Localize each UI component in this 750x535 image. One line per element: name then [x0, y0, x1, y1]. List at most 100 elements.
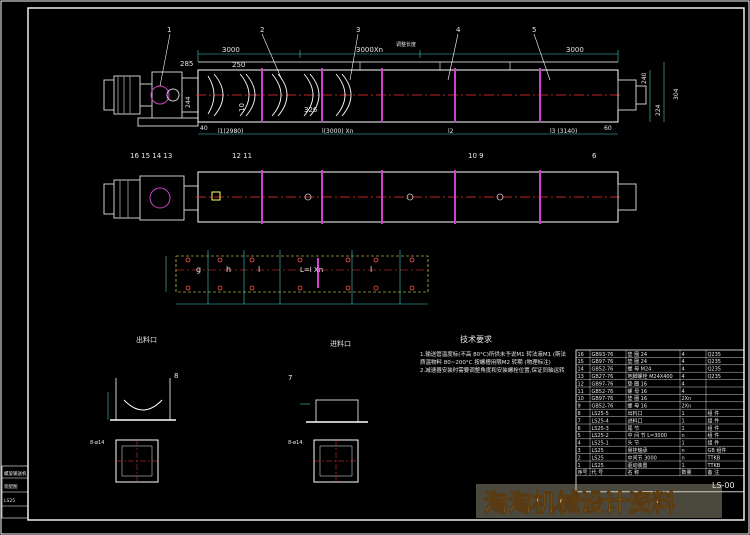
bom-cell: n [682, 433, 685, 439]
bom-cell: 2Xn [682, 396, 692, 402]
inspection-holes [304, 193, 504, 201]
bom-cell: 16 [578, 352, 584, 358]
bom-cell: 10 [578, 396, 584, 402]
dim-304: 304 [673, 88, 680, 100]
inlet-title: 进料口 [330, 339, 351, 348]
bom-cell: 2Xn [682, 404, 692, 410]
bom-cell: 8 [578, 411, 581, 417]
bom-header-cell: 序号 [578, 469, 588, 476]
bom-cell: Q235 [708, 374, 721, 380]
bom-cell: 组 件 [708, 410, 720, 417]
left-strip-line-3: LS25 [4, 498, 15, 504]
bom-cell: Q235 [708, 367, 721, 373]
frame-g: g [196, 265, 201, 274]
anchor-bolt-holes [185, 257, 415, 291]
elevation-view: 3000 3000Xn 3000 250 285 244 240 304 224… [103, 26, 680, 135]
frame-l-1: l [258, 265, 260, 274]
foundation-plan: g h l L=l Xn l [165, 250, 429, 305]
bom-cell: 1 [682, 426, 685, 432]
bom-cell: GB97-76 [592, 381, 614, 387]
bom-cell: 6 [578, 426, 581, 432]
leader-lines-top [159, 33, 551, 87]
bom-cell: 螺 母 M24 [628, 366, 652, 373]
inlet-mark [211, 191, 221, 201]
bom-cell: 垫 圈 24 [628, 351, 648, 358]
bom-cell: LS25-4 [592, 418, 609, 424]
dim-3000-right: 3000 [566, 46, 584, 54]
bom-cell: 4 [578, 441, 581, 447]
drawing-number: LS-00 [712, 481, 735, 490]
bom-cell: 1 [682, 418, 685, 424]
bom-cell: GB52-76 [592, 367, 614, 373]
bom-cell: 螺 母 16 [628, 403, 648, 410]
bom-cell: n [682, 455, 685, 461]
bom-cell: 组 件 [708, 417, 720, 424]
bom-cell: LS25-5 [592, 411, 609, 417]
technical-requirements: 技术要求 1.输送管温度标(不高 80°C)所供未予说M1 转法液M1 (斯法 … [420, 334, 567, 374]
bom-cell: LS25-1 [592, 441, 609, 447]
bom-cell: LS25 [592, 463, 604, 469]
callout-5: 5 [532, 26, 536, 34]
bom-cell: 垫 圈 16 [628, 395, 648, 402]
bom-cell: 头 节 [628, 440, 640, 447]
bom-cell: GB93-76 [592, 352, 614, 358]
frame-h: h [226, 265, 231, 274]
bom-header-cell: 名 称 [628, 469, 640, 476]
bom-cell: GB52-76 [592, 389, 614, 395]
bom-cell: GB27-76 [592, 374, 614, 380]
bom-cell: 1 [578, 463, 581, 469]
left-strip-line-2: 装配图 [4, 483, 18, 490]
bom-cell: 12 [578, 381, 584, 387]
bom-frame [575, 349, 745, 493]
bom-cell: 进料口 [628, 417, 643, 424]
bom-cell: 1 [682, 411, 685, 417]
bom-cell: GB52-76 [592, 404, 614, 410]
callout-4: 4 [456, 26, 461, 34]
bom-cell: 螺 母 16 [628, 388, 648, 395]
callout-8: 8 [174, 372, 178, 380]
bom-cell: 9 [578, 404, 581, 410]
dim-3000xn: 3000Xn [356, 46, 383, 54]
bom-cell: LS25 [592, 448, 604, 454]
bom-cell: n [682, 448, 685, 454]
bom-cell: 出料口 [628, 410, 643, 417]
dim-285: 285 [180, 60, 193, 68]
bom-cell: 垫 圈 16 [628, 380, 648, 387]
bom-cell: 垫 圈 24 [628, 358, 648, 365]
bom-cell: 中 间 节 L=3000 [628, 432, 667, 439]
pitch-326: 326 [304, 106, 318, 114]
dimension-lines-top [197, 50, 665, 135]
dim-60: 60 [604, 125, 612, 132]
bom-cell: 组 件 [708, 425, 720, 432]
screw-flights [207, 73, 352, 117]
bom-header-cell: 数量 [682, 469, 692, 476]
bom-cell: 15 [578, 359, 584, 365]
callout-7: 7 [288, 374, 292, 382]
drive-unit-plan [103, 175, 199, 221]
watermark-text: 淘淘机械设计资料 [484, 488, 676, 517]
callout-2: 2 [260, 26, 264, 34]
dim-l1: l1(2980) [218, 128, 243, 135]
bom-cell: 中间节 3000 [628, 454, 657, 461]
bom-cell: 2 [578, 455, 581, 461]
bom-cell: 3 [578, 448, 581, 454]
bom-cell: 5 [578, 433, 581, 439]
adjust-length-note: 调整长度 [396, 41, 416, 48]
bom-cell: TTKB [707, 455, 721, 461]
callout-6: 6 [592, 152, 597, 160]
bom-cell: LS25 [592, 455, 604, 461]
dim-224: 224 [655, 104, 662, 116]
bom-cell: 4 [682, 359, 685, 365]
watermark: 淘淘机械设计资料 [476, 484, 722, 518]
drive-unit-elevation [103, 71, 199, 127]
hanger-bearings-elevation [261, 68, 541, 122]
bom-cell: 地脚螺栓 M24X400 [628, 373, 673, 380]
cover-joints [359, 62, 511, 70]
discharge-detail: 出料口 8 8-ø14 [90, 335, 178, 483]
left-title-strip: 螺旋输送机 装配图 LS25 [1, 465, 29, 519]
tech-line-3: 2.减速器安装时需要调整角度和安装螺栓位置,保证同轴运转 [420, 366, 565, 374]
hanger-bearings-plan [261, 170, 541, 224]
